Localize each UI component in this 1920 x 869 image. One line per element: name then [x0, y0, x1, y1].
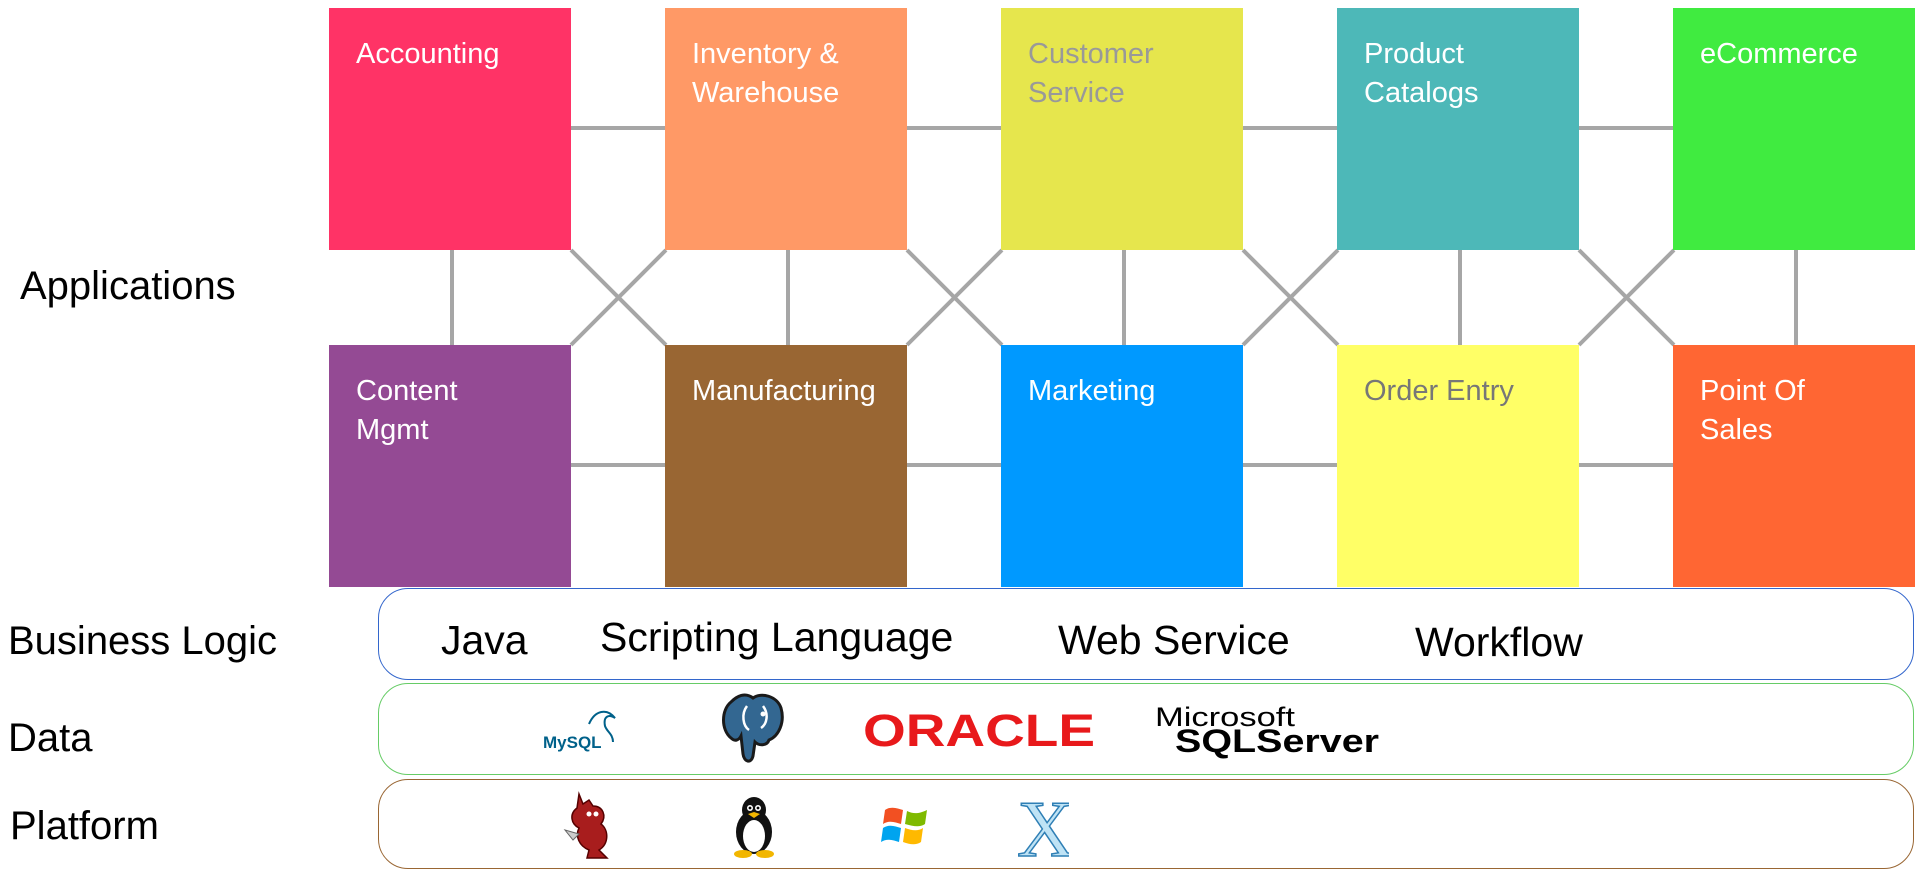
- app-box-point-of-sales: Point Of Sales: [1673, 345, 1915, 587]
- app-box-order-entry: Order Entry: [1337, 345, 1579, 587]
- platform-band: X: [378, 779, 1914, 869]
- oracle-logo-icon: ORACLE: [863, 705, 1103, 756]
- data-band: MySQL ORACLE Microsoft SQLServer: [378, 683, 1914, 775]
- business-logic-band: Java Scripting Language Web Service Work…: [378, 588, 1914, 680]
- sqlserver-logo-icon: Microsoft SQLServer: [1153, 700, 1383, 760]
- app-label: Inventory & Warehouse: [692, 38, 840, 109]
- app-box-product-catalogs: Product Catalogs: [1337, 8, 1579, 250]
- mac-os-x-icon: X: [1013, 785, 1075, 869]
- linux-tux-icon: [731, 796, 777, 858]
- app-label: Marketing: [1028, 375, 1156, 407]
- postgresql-elephant-icon: [717, 692, 789, 768]
- sqlserver-logo-text-sqlserver: SQLServer: [1175, 723, 1379, 759]
- layer-label-applications: Applications: [20, 264, 236, 308]
- app-box-inventory-warehouse: Inventory & Warehouse: [665, 8, 907, 250]
- freebsd-daemon-icon: [559, 790, 619, 862]
- app-box-accounting: Accounting: [329, 8, 571, 250]
- layer-label-business-logic: Business Logic: [8, 619, 278, 663]
- app-label: Product Catalogs: [1364, 38, 1479, 109]
- app-label: Manufacturing: [692, 375, 876, 407]
- app-label: Accounting: [356, 38, 500, 70]
- sqlserver-logo-text-microsoft: Microsoft: [1155, 702, 1296, 732]
- windows-logo-icon: [881, 802, 931, 848]
- business-logic-item-workflow: Workflow: [1415, 619, 1583, 665]
- app-label: Customer Service: [1028, 38, 1154, 109]
- oracle-logo-text: ORACLE: [863, 708, 1095, 752]
- app-box-marketing: Marketing: [1001, 345, 1243, 587]
- layer-label-data: Data: [8, 716, 93, 760]
- app-box-customer-service: Customer Service: [1001, 8, 1243, 250]
- business-logic-item-java: Java: [441, 617, 528, 663]
- mysql-logo-text: MySQL: [543, 733, 602, 752]
- app-label: Point Of Sales: [1700, 375, 1805, 446]
- connector-line: [569, 248, 668, 347]
- app-box-manufacturing: Manufacturing: [665, 345, 907, 587]
- layer-label-platform: Platform: [10, 804, 159, 848]
- app-label: Content Mgmt: [356, 375, 458, 446]
- business-logic-item-scripting-language: Scripting Language: [600, 614, 954, 660]
- app-label: eCommerce: [1700, 38, 1858, 70]
- connector-line: [905, 248, 1004, 347]
- business-logic-item-web-service: Web Service: [1058, 617, 1290, 663]
- mysql-logo-icon: MySQL: [543, 704, 623, 756]
- app-box-content-mgmt: Content Mgmt: [329, 345, 571, 587]
- app-label: Order Entry: [1364, 375, 1514, 407]
- app-box-ecommerce: eCommerce: [1673, 8, 1915, 250]
- connector-line: [1577, 248, 1676, 347]
- connector-line: [1241, 248, 1340, 347]
- mac-os-x-text: X: [1017, 786, 1069, 864]
